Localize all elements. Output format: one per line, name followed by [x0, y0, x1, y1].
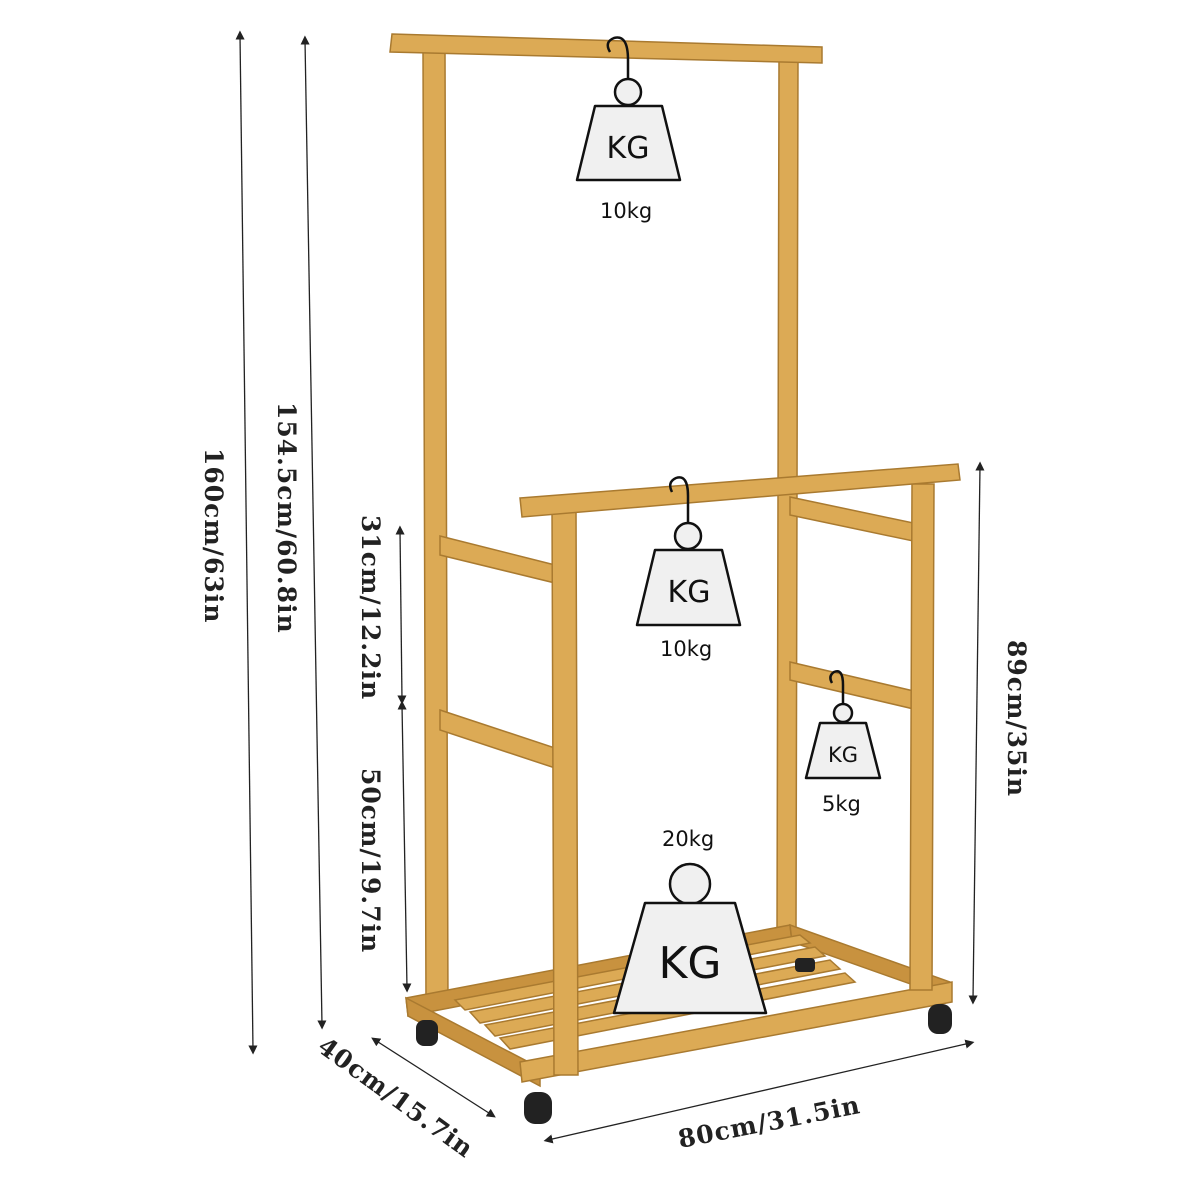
weight-top-rail: KG 10kg: [575, 36, 682, 223]
weight-side-rail: KG 5kg: [804, 670, 882, 816]
lower-gap-label: 50cm/19.7in: [356, 768, 385, 953]
depth-line: [371, 1037, 496, 1118]
left-lower-side-rail: [439, 708, 556, 770]
base-front-rail: [519, 981, 953, 1083]
right-lower-side-rail: [789, 661, 919, 711]
kg-symbol: KG: [659, 938, 722, 989]
back-left-post: [422, 49, 449, 1009]
wheel: [524, 1092, 552, 1124]
front-right-post: [909, 483, 935, 991]
front-height-line: [968, 461, 985, 1005]
depth-label: 40cm/15.7in: [312, 1031, 479, 1163]
weight-label: 10kg: [660, 637, 712, 661]
wheel: [928, 1004, 952, 1034]
right-upper-side-rail: [789, 496, 919, 543]
wheel: [416, 1020, 438, 1046]
kg-symbol: KG: [607, 131, 650, 166]
lower-gap-line: [397, 700, 412, 993]
weight-label: 20kg: [662, 827, 714, 851]
total-height-label: 160cm/63in: [199, 448, 228, 623]
weight-lower-rail: KG 10kg: [635, 476, 742, 661]
post-height-label: 154.5cm/60.8in: [272, 402, 301, 634]
weight-shelf: 20kg KG: [612, 827, 768, 1015]
back-right-post: [776, 57, 799, 936]
front-height-label: 89cm/35in: [1002, 640, 1031, 797]
width-line: [543, 1039, 975, 1144]
upper-gap-label: 31cm/12.2in: [356, 515, 385, 700]
wheel: [795, 958, 815, 972]
width-label: 80cm/31.5in: [676, 1090, 863, 1154]
top-rail: [389, 33, 823, 64]
lower-rail: [519, 463, 961, 518]
total-height-line: [235, 30, 258, 1055]
weight-label: 10kg: [600, 199, 652, 223]
post-height-line: [300, 35, 327, 1030]
kg-symbol: KG: [828, 743, 858, 767]
upper-gap-line: [395, 525, 407, 705]
base-left-rail: [405, 996, 541, 1088]
front-left-post: [551, 507, 579, 1076]
kg-symbol: KG: [668, 575, 711, 610]
left-upper-side-rail: [439, 535, 556, 584]
weight-label: 5kg: [822, 792, 861, 816]
